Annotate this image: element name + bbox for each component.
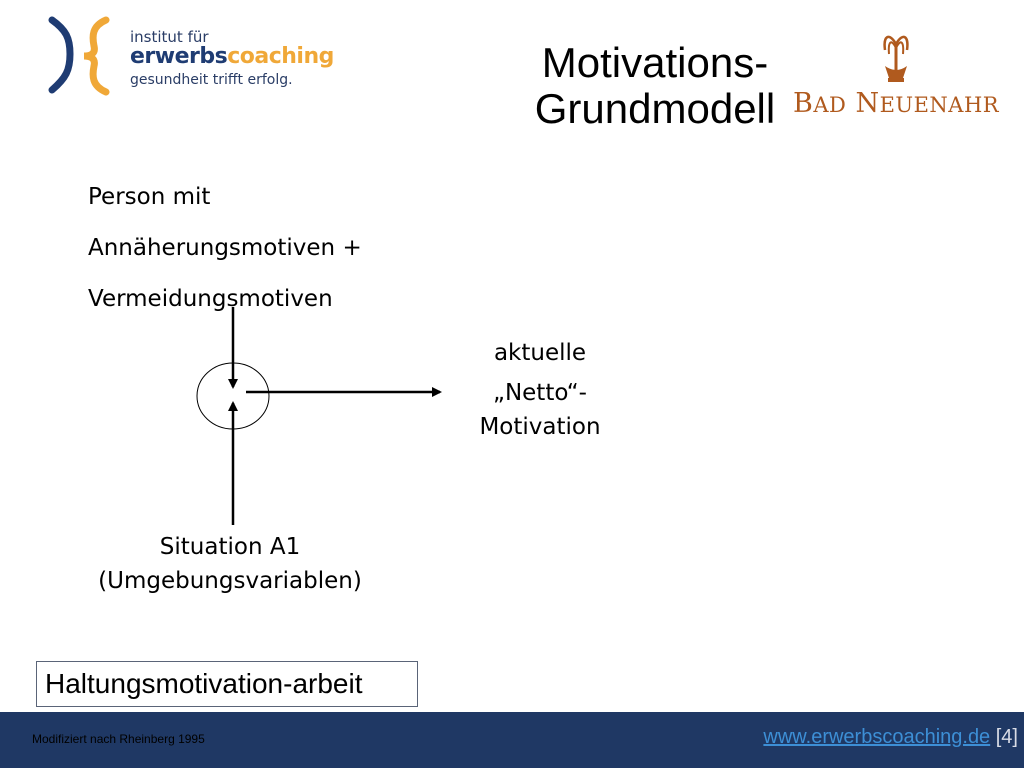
title-line-1: Motivations- — [541, 39, 769, 86]
logo-line-2: erwerbscoaching — [130, 44, 334, 69]
institute-logo: institut für erwerbscoaching gesundheit … — [44, 16, 334, 98]
logo-tagline: gesundheit trifft erfolg. — [130, 72, 293, 88]
page-number: [4] — [995, 726, 1018, 748]
combination-circle — [196, 362, 270, 430]
person-line-2: Annäherungsmotiven + — [88, 235, 362, 261]
title-line-2: Grundmodell — [534, 85, 776, 132]
situation-line-1: Situation A1 — [159, 534, 301, 560]
wordmark-n: N — [855, 88, 880, 119]
fountain-icon — [883, 35, 909, 82]
situation-line-2: (Umgebungsvariablen) — [98, 568, 362, 594]
footer-bar: Modifiziert nach Rheinberg 1995 www.erwe… — [0, 712, 1024, 768]
netto-line-2: „Netto“- — [493, 380, 587, 406]
brace-logo-icon — [48, 16, 110, 96]
person-line-3: Vermeidungsmotiven — [88, 286, 333, 312]
website-link[interactable]: www.erwerbscoaching.de — [763, 726, 991, 748]
netto-motivation-text: aktuelle „Netto“- Motivation — [450, 336, 630, 444]
slide-title: Motivations- Grundmodell — [520, 40, 790, 132]
netto-line-1: aktuelle — [493, 340, 587, 366]
wordmark-b: B — [793, 88, 814, 119]
source-note: Modifiziert nach Rheinberg 1995 — [32, 732, 205, 746]
logo-line-1: institut für — [130, 28, 209, 46]
logo-word-erwerbs: erwerbs — [130, 44, 228, 69]
situation-text: Situation A1 (Umgebungsvariablen) — [60, 530, 400, 598]
person-motives-text: Person mit Annäherungsmotiven + Vermeidu… — [88, 172, 362, 325]
footer-link-area: www.erwerbscoaching.de [4] — [763, 726, 1018, 749]
netto-line-3: Motivation — [479, 414, 601, 440]
bad-neuenahr-wordmark: BAD NEUENAHR — [793, 88, 999, 119]
wordmark-ad: AD — [813, 93, 847, 117]
haltungsmotivation-label: Haltungsmotivation-arbeit — [36, 661, 418, 707]
logo-word-coaching: coaching — [227, 44, 334, 69]
bad-neuenahr-logo: BAD NEUENAHR — [793, 28, 999, 128]
person-line-1: Person mit — [88, 184, 211, 210]
wordmark-euenahr: EUENAHR — [879, 93, 1000, 117]
